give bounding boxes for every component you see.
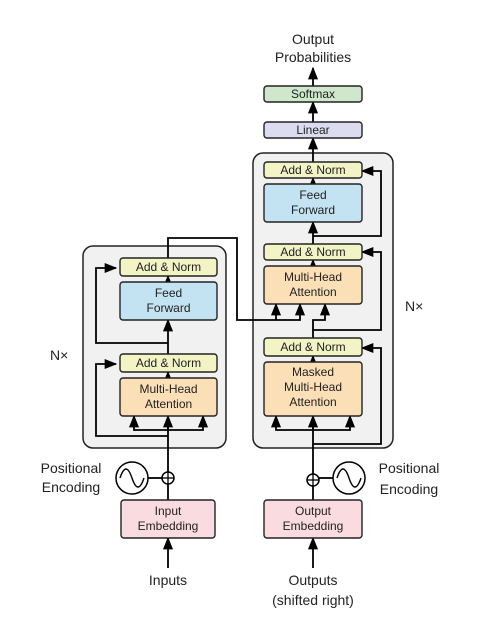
positional-encoding-left-line-2: Encoding (42, 479, 100, 495)
decoder-feed-forward-line-2: Forward (291, 203, 335, 217)
output-probabilities-line-1: Output (292, 31, 334, 47)
linear-label: Linear (296, 123, 329, 137)
decoder-add-norm-mid-box (263, 243, 363, 261)
encoder-feed-forward-line-2: Forward (146, 301, 190, 315)
decoder-feed-forward-box (263, 183, 363, 223)
decoder-add-norm-bottom-box (263, 337, 363, 357)
output-embedding-line-2: Embedding (283, 519, 344, 533)
softmax-label: Softmax (291, 87, 335, 101)
decoder-cross-attention-line-2: Attention (289, 285, 336, 299)
add-circle-right-icon (306, 473, 320, 487)
encoder-add-norm-top: Add & Norm (136, 260, 201, 274)
decoder-masked-attention-box (263, 361, 363, 417)
sine-wave-left-icon (115, 461, 149, 495)
softmax-box (263, 85, 363, 103)
input-embedding-line-1: Input (155, 504, 182, 518)
input-embedding-line-2: Embedding (138, 519, 199, 533)
linear-box (263, 121, 363, 139)
encoder-repeat-label: N× (50, 347, 68, 363)
decoder-masked-attention-line-3: Attention (289, 395, 336, 409)
decoder-cross-attention-box (263, 265, 363, 305)
encoder-add-norm-top-box (119, 257, 218, 277)
encoder-add-norm-bottom-box (119, 353, 218, 373)
encoder-attention-box (119, 377, 218, 417)
output-embedding-line-1: Output (295, 504, 332, 518)
connections (95, 66, 382, 568)
positional-encoding-left-line-1: Positional (41, 460, 102, 476)
encoder-feed-forward-box (119, 281, 218, 321)
decoder-add-norm-mid: Add & Norm (280, 245, 345, 259)
sine-wave-right-icon (332, 461, 366, 495)
decoder-feed-forward-line-1: Feed (299, 188, 326, 202)
input-embedding-box (120, 499, 216, 539)
decoder-cross-attention-line-1: Multi-Head (284, 270, 342, 284)
decoder-masked-attention-line-2: Multi-Head (284, 380, 342, 394)
encoder-feed-forward-line-1: Feed (155, 286, 182, 300)
inputs-label: Inputs (149, 572, 187, 588)
output-embedding-box (263, 499, 363, 539)
encoder-attention-line-1: Multi-Head (139, 382, 197, 396)
outputs-label-line-1: Outputs (288, 572, 337, 588)
positional-encoding-right-line-1: Positional (379, 460, 440, 476)
decoder-add-norm-top-box (263, 161, 363, 179)
decoder-repeat-label: N× (405, 298, 423, 314)
add-circle-left-icon (161, 471, 175, 485)
positional-encoding-right-line-2: Encoding (380, 481, 438, 497)
decoder-add-norm-bottom: Add & Norm (280, 340, 345, 354)
decoder-add-norm-top: Add & Norm (280, 163, 345, 177)
encoder-attention-line-2: Attention (145, 397, 192, 411)
outputs-label-line-2: (shifted right) (272, 592, 354, 608)
encoder-add-norm-bottom: Add & Norm (136, 356, 201, 370)
decoder-masked-attention-line-1: Masked (292, 365, 334, 379)
output-probabilities-line-2: Probabilities (275, 49, 351, 65)
